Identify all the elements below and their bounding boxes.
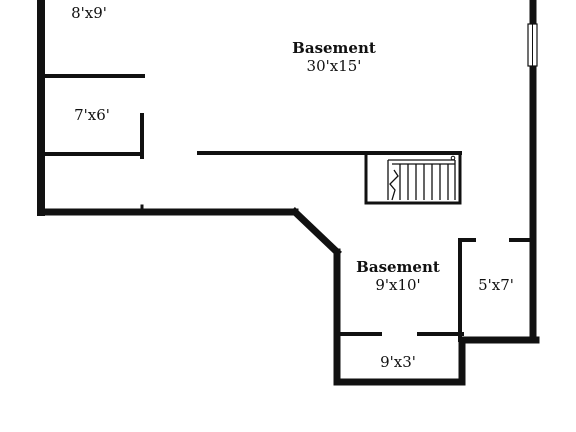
interior-walls [39,74,535,342]
closet-right-dims: 5'x7' [478,276,514,294]
basement-main-name: Basement [292,39,376,57]
closet-top-dims: 8'x9' [71,4,107,22]
closet-bottom-dims: 9'x3' [380,353,416,371]
room-labels: 8'x9' 7'x6' Basement 30'x15' Basement 9'… [71,4,514,371]
basement-small-name: Basement [356,258,440,276]
basement-main-dims: 30'x15' [307,57,362,75]
basement-small-dims: 9'x10' [375,276,420,294]
closet-mid-dims: 7'x6' [74,106,110,124]
exterior-walls [37,0,540,386]
wall-diagonal [290,207,342,257]
window-icon [527,23,538,67]
staircase-icon [387,155,456,201]
